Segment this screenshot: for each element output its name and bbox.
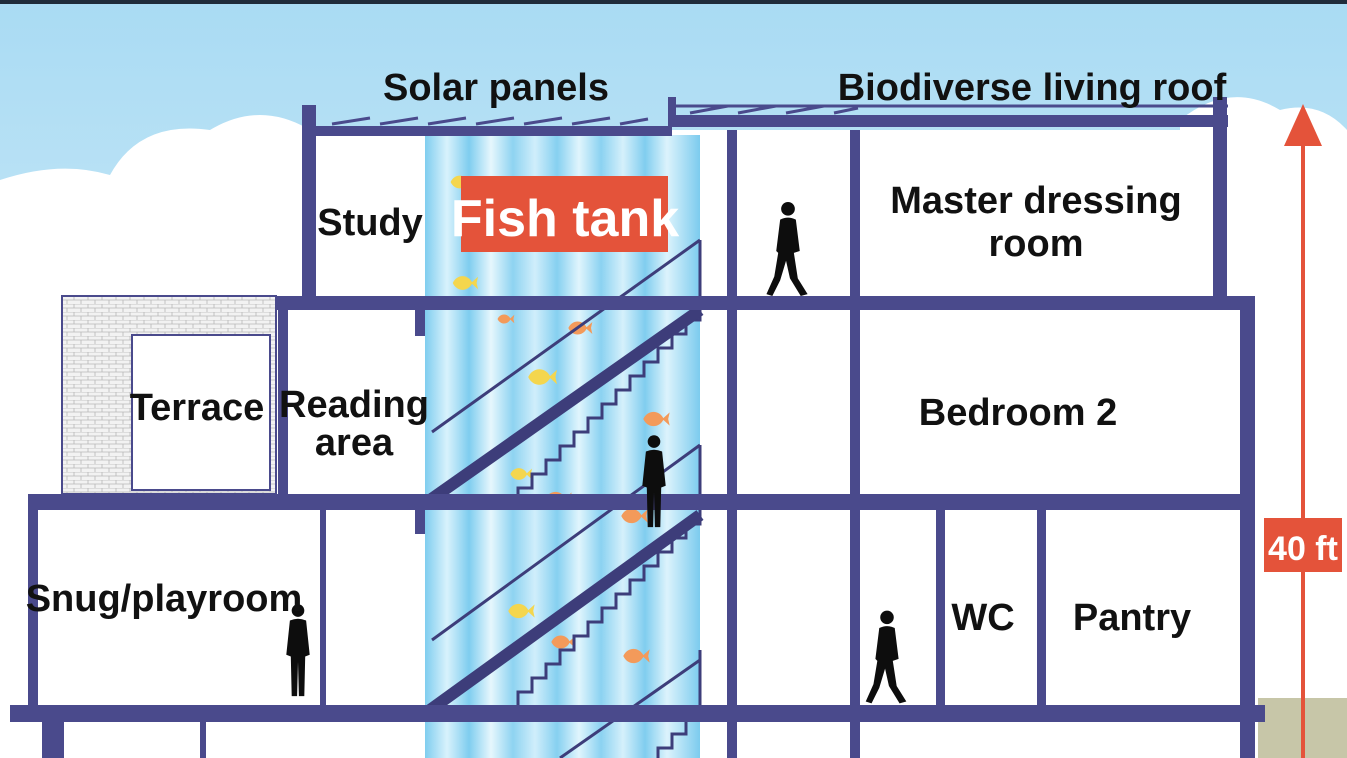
reading-area-label-line2: area: [315, 422, 394, 464]
height-arrow: [1264, 104, 1342, 758]
height-label: 40 ft: [1268, 530, 1338, 568]
master-dressing-label-line2: room: [989, 223, 1084, 265]
wc-label: WC: [951, 597, 1014, 639]
bedroom2-label: Bedroom 2: [919, 392, 1117, 434]
living-roof-label: Biodiverse living roof: [838, 67, 1227, 109]
snug-playroom-label: Snug/playroom: [26, 578, 303, 620]
top-border: [0, 0, 1347, 4]
fish-tank-label: Fish tank: [451, 190, 679, 248]
fish-tank-label-box: [461, 176, 668, 252]
ledges: [30, 104, 1228, 499]
solar-panels-label: Solar panels: [383, 67, 609, 109]
solar-panel-icons: [331, 104, 859, 126]
structure: [10, 97, 1265, 758]
terrace-room: [131, 334, 271, 491]
terrace-label: Terrace: [130, 387, 265, 429]
master-dressing-label-line1: Master dressing: [890, 180, 1181, 222]
staircase: [426, 238, 704, 758]
study-label: Study: [317, 202, 423, 244]
reading-area-label-line1: Reading: [279, 384, 429, 426]
pantry-label: Pantry: [1073, 597, 1191, 639]
